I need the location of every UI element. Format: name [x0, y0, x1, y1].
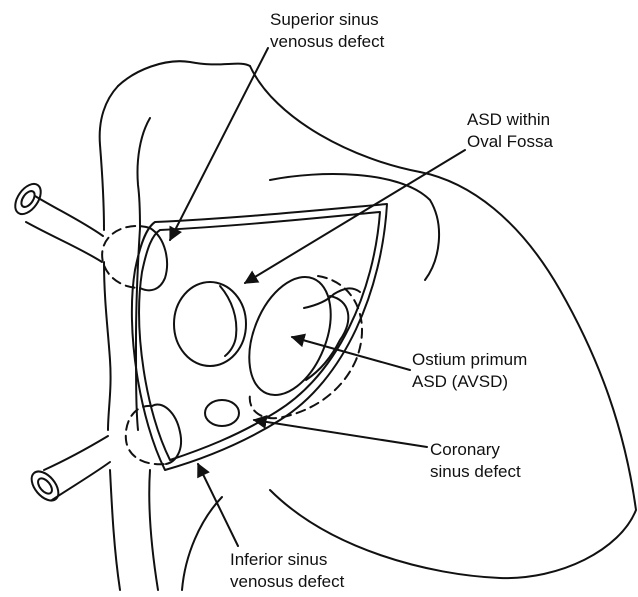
inferior-sinus-label-line2: venosus defect: [230, 571, 344, 593]
svc-top-cap: [118, 61, 250, 86]
oval-fossa-label: ASD within Oval Fossa: [467, 109, 553, 153]
lower-branch-bottom: [52, 462, 110, 500]
inferior-sinus-arrow: [198, 464, 238, 546]
oval-fossa-defect: [174, 282, 246, 366]
lower-branch-opening: [26, 467, 63, 506]
oval-fossa-label-line1: ASD within: [467, 109, 553, 131]
svc-outer-left: [100, 86, 118, 230]
coronary-sinus-label: Coronary sinus defect: [430, 439, 521, 483]
cava-left-wall: [104, 262, 111, 430]
coronary-sinus-arrow: [254, 420, 427, 447]
ostium-primum-arrow: [292, 337, 410, 370]
ostium-primum-dashed: [250, 276, 362, 418]
superior-sinus-label-line2: venosus defect: [270, 31, 384, 53]
atrium-right-contour: [270, 174, 439, 280]
oval-fossa-label-line2: Oval Fossa: [467, 131, 553, 153]
ostium-primum-defect: [233, 265, 346, 407]
heart-bottom-curve: [182, 497, 222, 590]
ostium-primum-label-line1: Ostium primum: [412, 349, 527, 371]
ivc-right-wall: [149, 470, 158, 590]
superior-sinus-arrow: [170, 48, 268, 240]
ivc-left-wall: [110, 470, 120, 590]
svc-inner-left: [138, 118, 151, 228]
superior-sinus-defect-dashed: [102, 226, 150, 288]
oval-fossa-flap: [220, 286, 236, 356]
ostium-primum-label-line2: ASD (AVSD): [412, 371, 527, 393]
septum-outer-frame: [132, 204, 387, 470]
ostium-primum-label: Ostium primum ASD (AVSD): [412, 349, 527, 393]
inferior-sinus-label-line1: Inferior sinus: [230, 549, 344, 571]
superior-sinus-label-line1: Superior sinus: [270, 9, 384, 31]
lower-branch-top: [44, 436, 108, 470]
superior-sinus-label: Superior sinus venosus defect: [270, 9, 384, 53]
atrium-top-outline: [250, 66, 420, 172]
oval-fossa-arrow: [245, 150, 465, 283]
ostium-primum-valve-line: [304, 288, 360, 308]
coronary-sinus-label-line2: sinus defect: [430, 461, 521, 483]
upper-branch-top: [35, 196, 103, 236]
inferior-sinus-label: Inferior sinus venosus defect: [230, 549, 344, 593]
coronary-sinus-label-line1: Coronary: [430, 439, 521, 461]
coronary-sinus-defect: [205, 400, 239, 426]
